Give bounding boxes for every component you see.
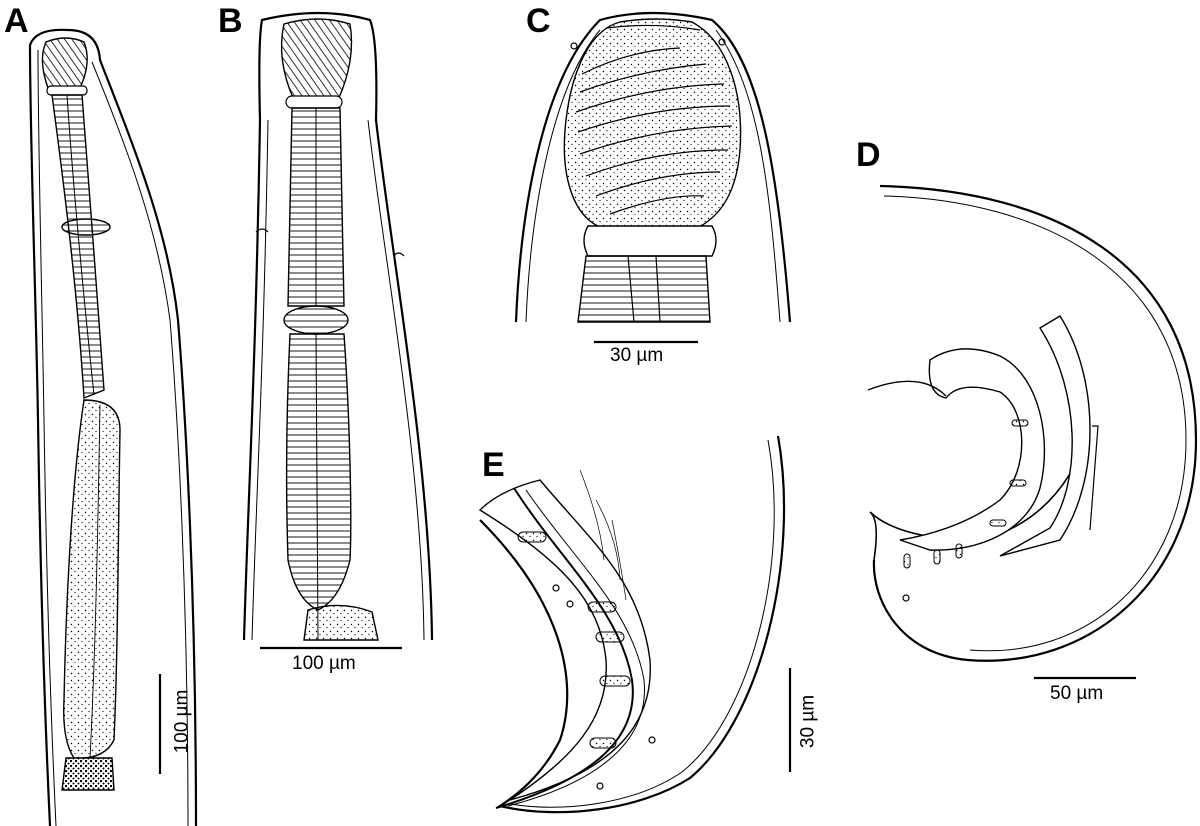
panel-d-cuticle [883,195,1187,652]
panel-d-testis [899,348,1046,551]
panel-a-body-wall [28,28,198,826]
panel-c-buccal-capsule [563,18,742,235]
panel-a-esophagus-lumen [66,94,95,396]
panel-e-ventral-papillae [552,584,656,790]
panel-b-drawing [242,11,434,650]
panel-c-body-wall [514,11,792,323]
panel-b-esophagus-lumen [315,108,319,641]
panel-c-papilla-left [570,42,578,50]
panel-d-scale-label: 50 µm [1050,683,1104,704]
panel-e-scale-label: 30 µm [797,694,819,749]
panel-c-nerve-ring [583,225,717,257]
panel-e-drawing [478,435,792,814]
panel-d-phasmid [902,594,910,602]
panel-c-drawing [514,11,792,344]
panel-d-label: D [856,136,881,174]
panel-a-muscular-esophagus [51,94,105,400]
panel-a-glandular-esophagus [63,399,121,759]
panel-a-nerve-ring-top [46,85,88,96]
panel-c-esophagus [577,255,711,323]
panel-c-papilla-right [718,38,726,46]
panel-b-body-wall [242,11,434,641]
panel-a-nerve-ring [61,218,111,236]
panel-b-nerve-ring-top [285,95,343,109]
panel-e-testis [478,479,651,801]
panel-e-spicule [495,487,634,809]
panel-e-muscle-fibres [579,469,627,601]
panel-b-scale-label: 100 µm [292,653,356,674]
panel-c-buccal-ridges [575,47,733,215]
panel-e-spicule-inner [507,489,645,807]
panel-e-label: E [482,446,505,484]
panel-d-intestine-line [867,380,947,397]
panel-b-deirid-left [255,228,269,233]
panel-b-deirid-right [393,252,405,257]
panel-a-scale-label: 100 µm [171,689,193,754]
panel-a-label: A [4,2,29,40]
panel-e-papillae [517,531,631,749]
panel-d-drawing [867,184,1198,680]
panel-b-glandular-start [303,604,379,641]
panel-a-cuticle [37,49,189,826]
panel-d-body-wall [872,184,1198,662]
panel-e-body-wall [479,435,786,814]
panel-c-esophagus-lumen [627,255,661,323]
panel-d-spicule [999,315,1091,557]
panel-d-gubernaculum [1089,425,1099,531]
panel-a-intestine [61,757,115,791]
panel-c-label: C [526,2,551,40]
panel-b-cuticle [251,119,425,641]
panel-a-glandular-lumen [89,404,101,759]
panel-a-buccal-capsule [41,37,88,89]
panel-c-mouth [605,24,701,31]
panel-b-buccal-capsule [280,18,353,101]
panel-e-cuticle [509,439,775,808]
panel-d-papillae [903,419,1029,569]
panel-b-label: B [218,2,243,40]
panel-b-esophagus-posterior [285,333,352,611]
panel-c-scale-label: 30 µm [610,345,664,366]
panel-b-nerve-ring [283,305,349,335]
panel-a-drawing [28,28,198,826]
panel-c-cuticle [525,29,781,323]
